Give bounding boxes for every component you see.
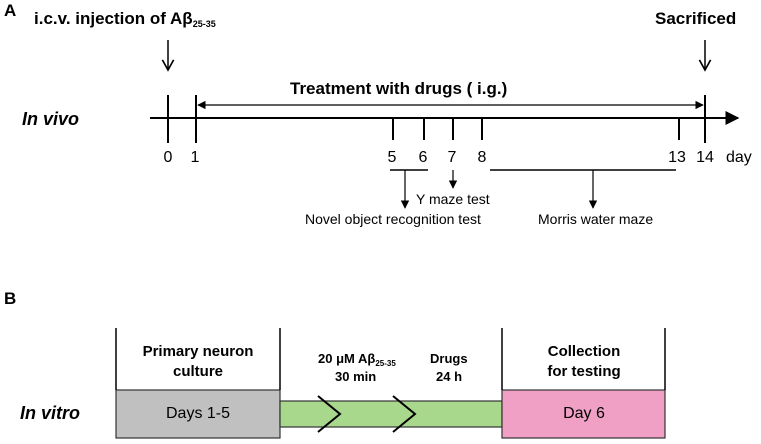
day-label-13: 13 (668, 149, 686, 166)
day-label-1: 1 (190, 149, 200, 166)
abeta-concentration-label: 20 μM Aβ25-35 (318, 351, 396, 368)
chevron-2 (392, 395, 417, 433)
abeta-time-label: 30 min (335, 369, 377, 384)
timeline-ticks (167, 95, 706, 143)
drugs-label: Drugs (430, 351, 468, 366)
day-6-box (501, 389, 666, 439)
treatment-bar (279, 400, 503, 428)
sacrificed-label: Sacrificed (655, 9, 737, 28)
panel-b-letter: B (4, 289, 17, 308)
collection-line2: for testing (547, 363, 621, 380)
day-label-14: 14 (696, 149, 714, 166)
treatment-label: Treatment with drugs ( i.g.) (290, 79, 508, 98)
drugs-time-label: 24 h (436, 369, 463, 384)
day-unit-label: day (726, 149, 752, 166)
in-vivo-label: In vivo (22, 109, 80, 129)
day-label-7: 7 (447, 149, 457, 166)
collection-line1: Collection (547, 343, 621, 360)
y-maze-label: Y maze test (416, 191, 490, 207)
morris-label: Morris water maze (538, 211, 654, 227)
days-1-5-box (115, 389, 281, 439)
panel-a-letter: A (4, 1, 17, 20)
day-label-0: 0 (163, 149, 173, 166)
day-label-5: 5 (387, 149, 397, 166)
day-label-6: 6 (418, 149, 428, 166)
chevron-1 (317, 395, 342, 433)
day-6-label: Day 6 (563, 405, 605, 422)
primary-culture-line1: Primary neuron (142, 343, 254, 360)
primary-culture-line2: culture (172, 363, 224, 380)
injection-label: i.c.v. injection of Aβ25-35 (34, 9, 216, 29)
day-label-8: 8 (477, 149, 487, 166)
novel-object-label: Novel object recognition test (305, 211, 481, 227)
in-vitro-label: In vitro (20, 403, 81, 423)
days-1-5-label: Days 1-5 (165, 405, 231, 422)
